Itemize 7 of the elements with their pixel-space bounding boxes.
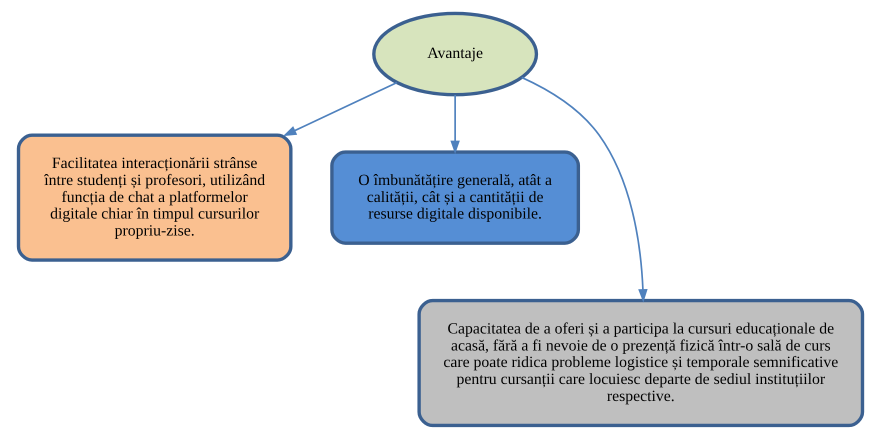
node-box: Facilitatea interacționării strânse între studenți și profesori, utilizând funcția de chat a platformelor digitale chiar în timpul cursurilor propriu-zise.: [16, 132, 293, 262]
node-ellipse: Avantaje: [372, 11, 538, 96]
arrow: [450, 94, 460, 154]
node-box: O îmbunătățire generală, atât a calității, cât și a cantității de resurse digitale disponibile.: [330, 150, 580, 244]
arrow: [521, 76, 648, 302]
node-box: Capacitatea de a oferi și a participa la cursuri educaționale de acasă, fără a fi nevoie de o prezență fizică într-o sală de curs care poate ridica probleme logistice și temporale semnificative pentru cursanții care locuiesc departe de sediul instituțiilor respective.: [417, 298, 864, 427]
arrow: [282, 81, 398, 136]
